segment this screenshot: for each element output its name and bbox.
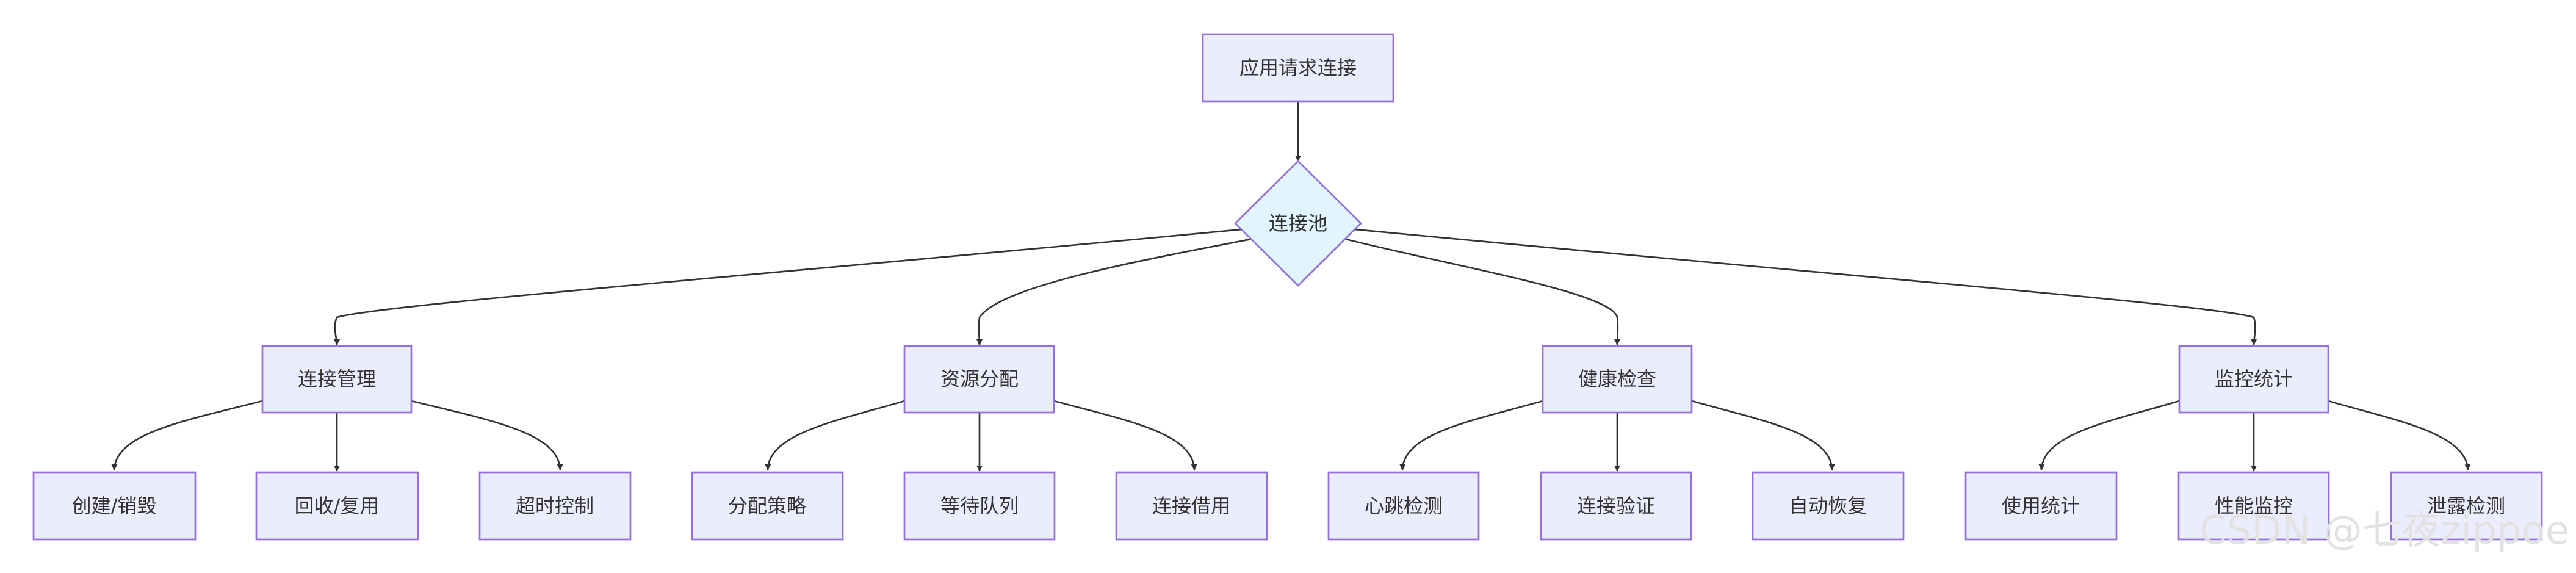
node-create: 创建/销毁 [32,471,197,541]
node-recover: 自动恢复 [1752,471,1905,541]
node-request: 应用请求连接 [1202,33,1394,103]
node-group: 应用请求连接 连接池 连接管理 资源分配 健康检查 监控统计 创建/销毁 [32,33,2543,541]
edge-manage-to-timeout [411,400,563,470]
node-verify-label: 连接验证 [1577,494,1655,517]
edge-pool-to-health [1345,238,1621,345]
node-monitor: 监控统计 [2178,345,2329,414]
node-health: 健康检查 [1542,345,1693,414]
node-pool: 连接池 [1234,160,1362,287]
edge-alloc-to-borrow [1053,400,1197,470]
edge-pool-to-manage [333,228,1249,345]
node-usage: 使用统计 [1964,471,2118,541]
edge-health-to-recover [1691,400,1835,470]
node-strategy-label: 分配策略 [728,494,806,517]
node-create-label: 创建/销毁 [72,494,157,517]
node-alloc: 资源分配 [903,345,1055,414]
node-heartbeat: 心跳检测 [1327,471,1480,541]
node-queue-label: 等待队列 [940,494,1019,517]
node-usage-label: 使用统计 [2002,494,2080,517]
edge-monitor-to-leak [2328,400,2471,470]
edge-pool-to-monitor [1348,228,2257,345]
node-recycle-label: 回收/复用 [295,494,380,517]
node-borrow-label: 连接借用 [1152,494,1230,517]
edge-group [111,101,2471,472]
node-timeout: 超时控制 [478,471,632,541]
node-alloc-label: 资源分配 [940,367,1019,391]
node-health-label: 健康检查 [1578,367,1656,391]
node-manage-label: 连接管理 [298,367,376,391]
edge-manage-to-create [111,400,263,470]
node-borrow: 连接借用 [1115,471,1268,541]
node-manage: 连接管理 [261,345,413,414]
watermark: CSDN @七夜zippoe [2199,508,2569,553]
node-perf: 性能监控 [2177,471,2330,541]
node-monitor-label: 监控统计 [2215,367,2293,391]
node-leak: 泄露检测 [2390,471,2543,541]
node-pool-label: 连接池 [1269,212,1327,235]
edge-alloc-to-strategy [765,400,905,470]
node-recover-label: 自动恢复 [1789,494,1867,517]
node-request-label: 应用请求连接 [1239,56,1357,79]
edge-monitor-to-usage [2038,400,2180,470]
node-perf-label: 性能监控 [2215,494,2293,517]
node-queue: 等待队列 [903,471,1056,541]
node-recycle: 回收/复用 [255,471,419,541]
node-verify: 连接验证 [1540,471,1692,541]
node-heartbeat-label: 心跳检测 [1365,494,1443,517]
node-leak-label: 泄露检测 [2427,494,2505,517]
edge-pool-to-alloc [976,238,1252,345]
edge-health-to-heartbeat [1399,400,1543,470]
node-timeout-label: 超时控制 [516,494,594,517]
node-strategy: 分配策略 [691,471,844,541]
